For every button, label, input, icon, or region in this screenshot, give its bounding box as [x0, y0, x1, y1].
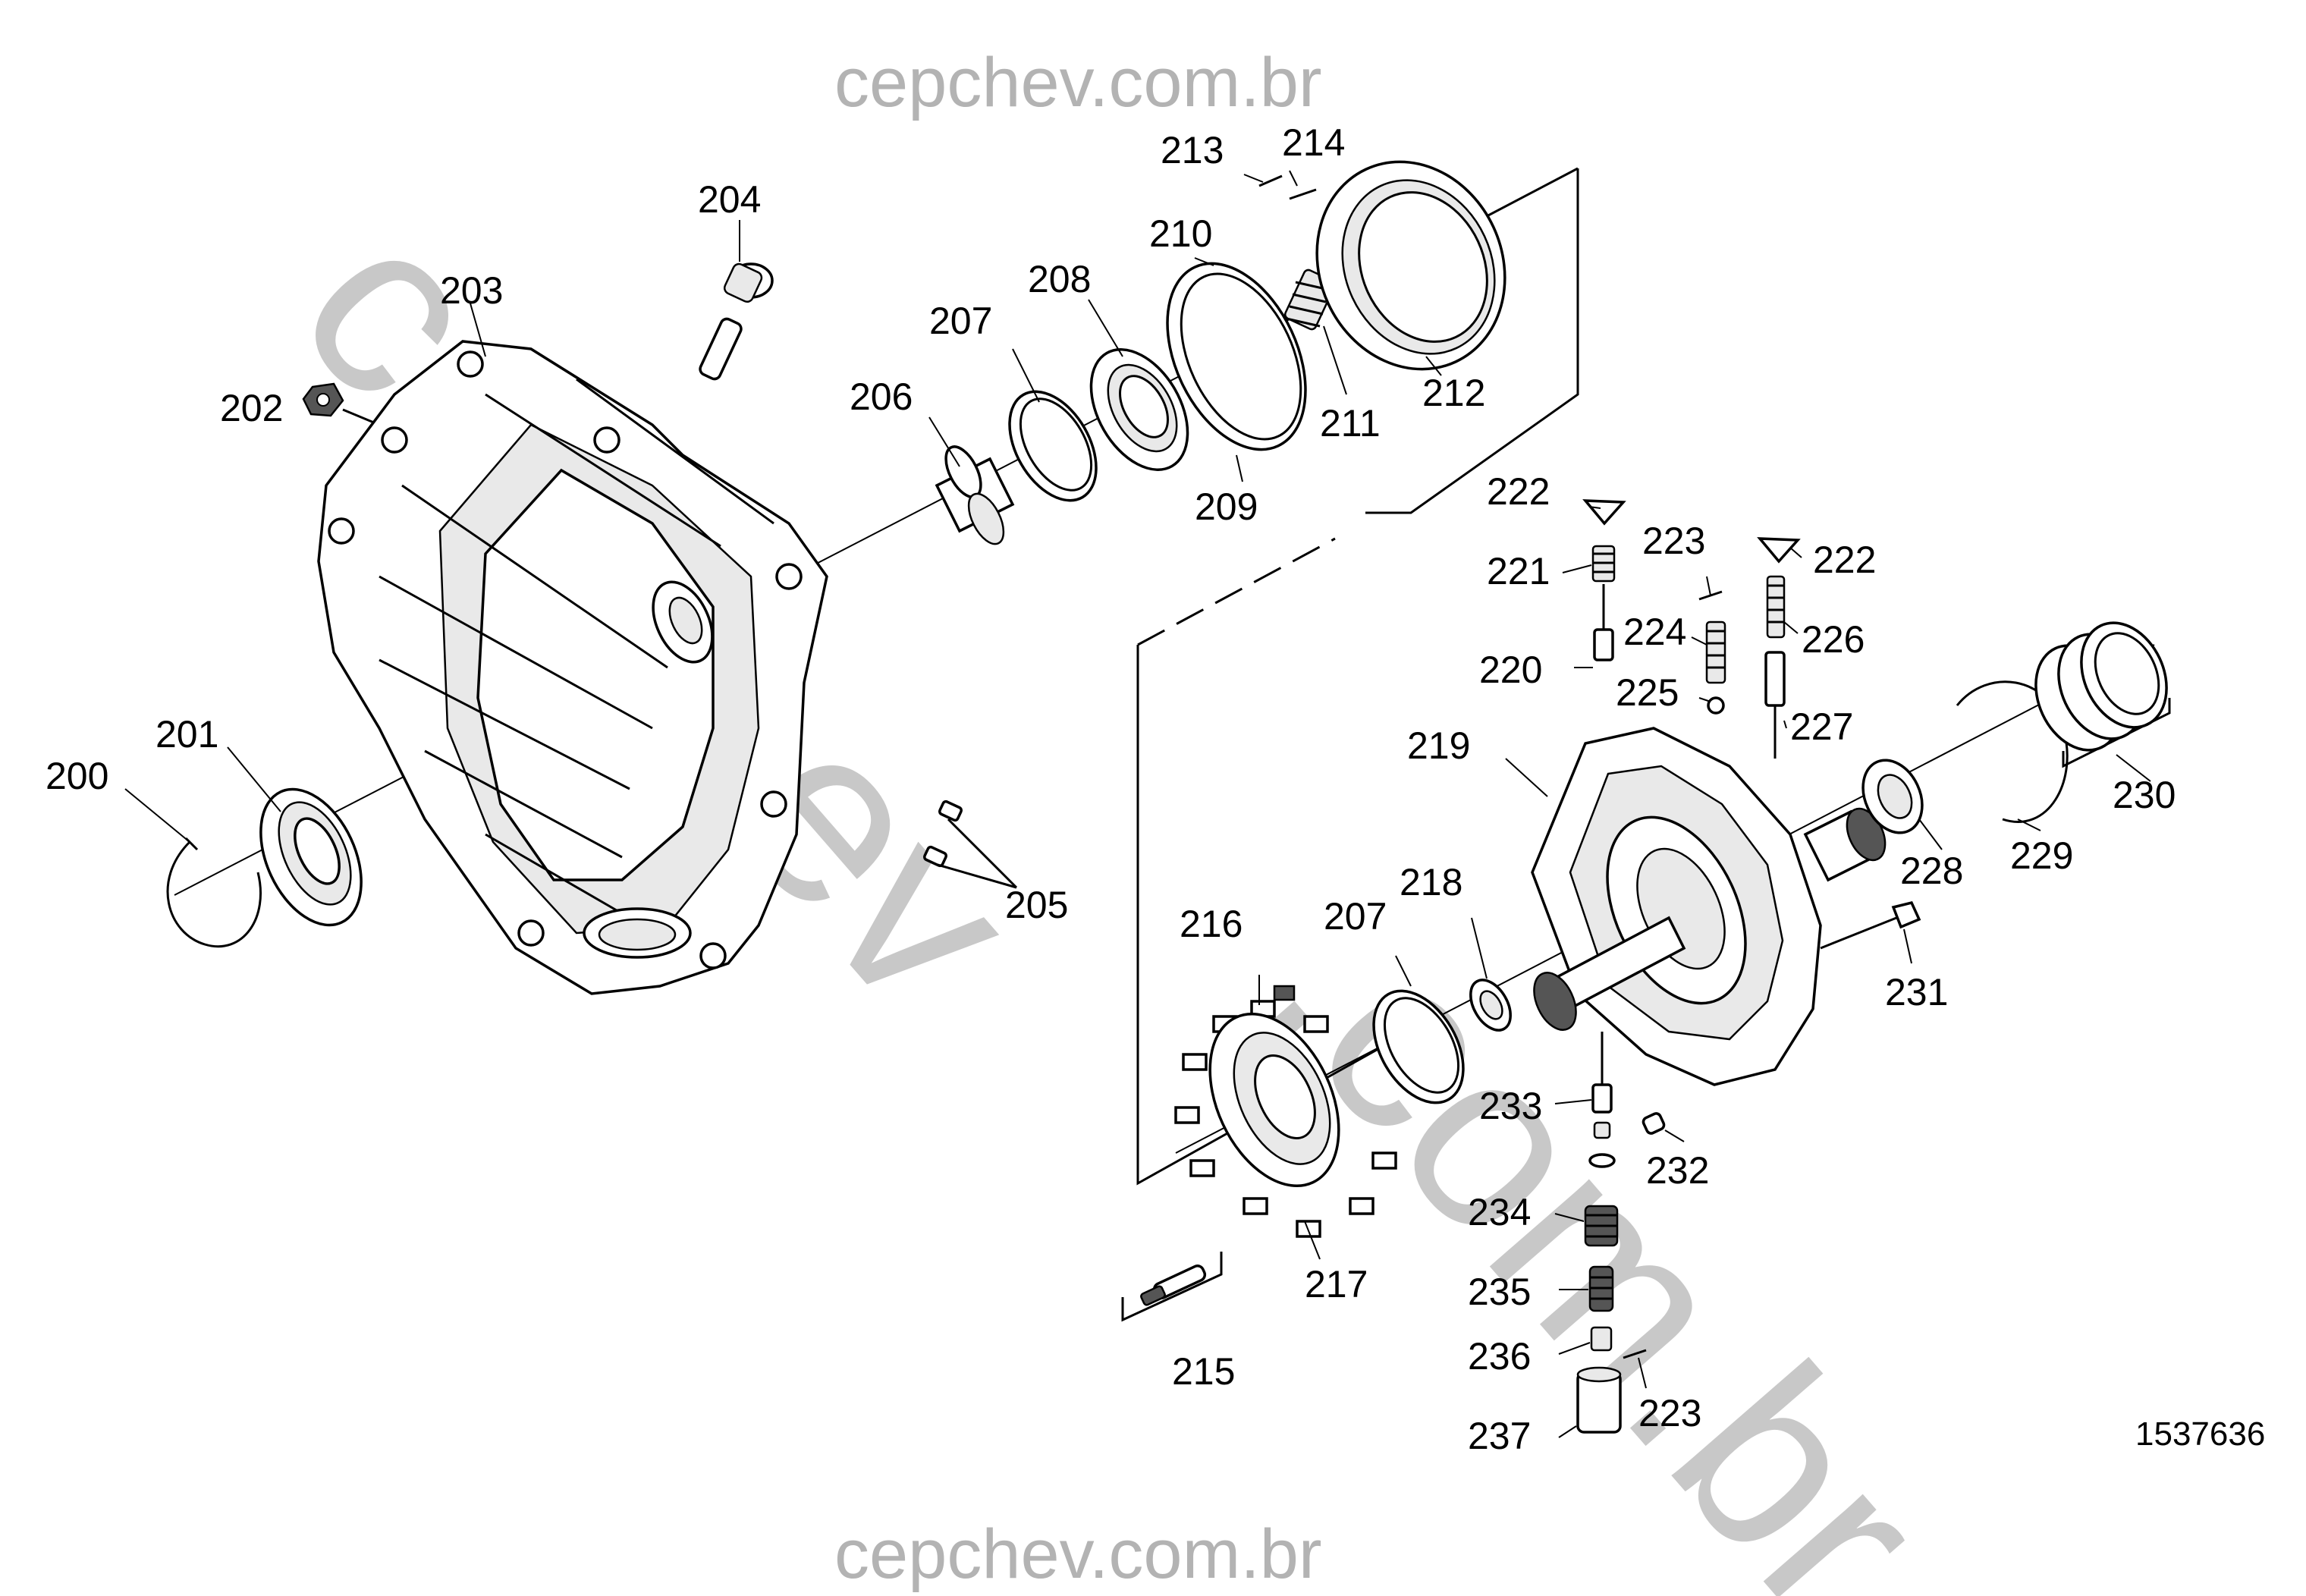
callout-224: 224	[1623, 611, 1686, 653]
callout-225: 225	[1616, 671, 1679, 714]
callout-219: 219	[1407, 724, 1470, 767]
clip-222b	[1757, 537, 1801, 564]
watermark-top: cepchev.com.br	[834, 44, 1322, 121]
callout-labels: 200 201 202 203 204 205 206 207 208 209 …	[46, 121, 2265, 1457]
pump-body-219	[1531, 727, 1887, 1086]
callout-207b: 207	[1324, 895, 1387, 938]
callout-222b: 222	[1813, 539, 1876, 581]
callout-222a: 222	[1487, 470, 1550, 513]
valve-236	[1590, 1326, 1613, 1352]
bolt-231	[1820, 900, 1921, 950]
valve-parts-upper	[1582, 499, 1801, 759]
callout-220: 220	[1479, 649, 1542, 691]
callout-230: 230	[2113, 774, 2176, 816]
ring-209-210	[1166, 262, 1307, 451]
callout-227: 227	[1790, 705, 1853, 748]
callout-213: 213	[1161, 129, 1224, 171]
callout-212: 212	[1422, 372, 1485, 414]
seal-rings-230	[2034, 621, 2168, 752]
dowels-205	[922, 800, 1018, 889]
clip-215	[1121, 1252, 1223, 1322]
callout-205: 205	[1005, 884, 1068, 926]
breather-204	[699, 262, 774, 381]
bushing-218	[1469, 979, 1512, 1032]
callout-235: 235	[1468, 1271, 1531, 1313]
plug-232	[1642, 1112, 1666, 1135]
rear-rings	[1861, 621, 2171, 834]
seal-201	[259, 787, 363, 927]
callout-203: 203	[440, 269, 503, 312]
callout-215: 215	[1172, 1350, 1235, 1393]
callout-206: 206	[850, 375, 913, 418]
callout-202: 202	[220, 387, 283, 429]
pin-223b	[1623, 1349, 1647, 1359]
callout-221: 221	[1487, 550, 1550, 592]
ring-212	[1315, 160, 1506, 371]
thrust-washer-208	[1089, 348, 1189, 471]
valve-parts-lower	[1576, 1032, 1647, 1434]
callout-229: 229	[2010, 834, 2073, 877]
clip-222a	[1582, 499, 1626, 526]
snap-ring-200	[166, 837, 262, 948]
ball-225	[1707, 696, 1725, 715]
callout-200: 200	[46, 755, 108, 797]
leader-lines	[124, 170, 2151, 1438]
callout-226: 226	[1802, 618, 1865, 661]
bracket-230	[2062, 698, 2171, 768]
callout-237: 237	[1468, 1415, 1531, 1457]
snap-ring-shape	[166, 840, 262, 948]
callout-209: 209	[1195, 485, 1258, 528]
callout-218: 218	[1400, 861, 1462, 903]
nut-202	[302, 382, 380, 426]
callout-232: 232	[1646, 1149, 1709, 1192]
callout-216: 216	[1180, 903, 1243, 945]
callout-211: 211	[1320, 402, 1381, 445]
pins-213-214	[1258, 174, 1317, 200]
bracket-upper	[1365, 168, 1579, 514]
callout-236: 236	[1468, 1335, 1531, 1378]
callout-228: 228	[1900, 850, 1963, 892]
seal-ring-207-upper	[1008, 390, 1098, 502]
seal-ring-207-lower	[1372, 989, 1465, 1104]
converter-housing-203	[317, 340, 828, 995]
callout-214: 214	[1282, 121, 1345, 164]
valve-233	[1591, 1083, 1613, 1114]
callout-223a: 223	[1642, 520, 1705, 562]
bushing-206	[935, 445, 1015, 545]
callout-231: 231	[1885, 971, 1948, 1013]
callout-234: 234	[1468, 1191, 1531, 1233]
valve-220	[1593, 628, 1614, 661]
bracket-dash	[1137, 537, 1336, 646]
vanes-216	[1174, 985, 1397, 1238]
callout-233: 233	[1479, 1085, 1542, 1127]
callout-223b: 223	[1638, 1392, 1701, 1434]
callout-208: 208	[1028, 258, 1091, 300]
watermark-bottom: cepchev.com.br	[834, 1516, 1322, 1593]
valve-227	[1764, 651, 1786, 707]
callout-210: 210	[1149, 212, 1212, 255]
figure-id: 1537636	[2135, 1415, 2265, 1453]
pump-rotor-217	[1208, 1012, 1340, 1188]
callout-201: 201	[156, 713, 218, 756]
callout-204: 204	[698, 178, 761, 221]
callout-207a: 207	[929, 300, 992, 342]
callout-217: 217	[1305, 1263, 1368, 1305]
